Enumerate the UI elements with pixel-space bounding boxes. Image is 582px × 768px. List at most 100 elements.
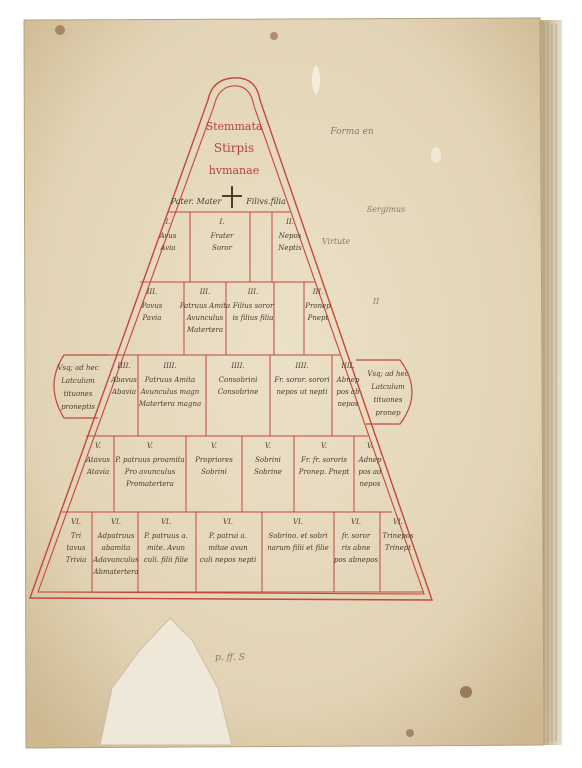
cell-3-line-1: Pavia: [142, 314, 162, 322]
cell-9-line-1: Consobrine: [218, 388, 259, 396]
cell-17-line-2: nepos: [360, 480, 381, 488]
margin-note-2: Sergimus: [367, 205, 406, 214]
margin-note-3: Virtute: [322, 237, 351, 246]
cell-18-number: VI.: [71, 518, 81, 526]
cell-20-line-2: culi. filii filie: [144, 556, 188, 564]
cell-21-number: VI.: [223, 518, 233, 526]
cell-20-line-1: mite. Avun: [147, 544, 186, 552]
torn-parchment: [99, 617, 233, 746]
side-lobe-right: [356, 359, 413, 425]
cell-6-number: III.: [312, 288, 324, 296]
cell-2-line-0: Nepos: [278, 232, 302, 240]
cell-7-number: IIII.: [116, 362, 130, 370]
cell-4-line-0: Patruus Amita: [179, 302, 230, 310]
page-edge-lines: [543, 22, 557, 743]
cell-19-number: VI.: [111, 518, 121, 526]
cell-11-line-0: Abnep: [336, 376, 360, 384]
side-right-line-1: Latculum: [370, 383, 405, 391]
stemma-title-line-3: hvmanae: [209, 164, 259, 177]
side-left-line-3: proneptis: [61, 403, 95, 411]
side-right-line-3: pronep: [375, 409, 401, 417]
cell-23-line-0: fr. soror: [341, 532, 371, 540]
cell-24-number: VI.: [393, 518, 403, 526]
cell-4-line-1: Avunculus: [186, 314, 224, 322]
cell-11-line-1: pos ab: [336, 388, 360, 396]
cell-5-line-1: is filius filia: [233, 314, 274, 322]
side-lobe-left: [53, 354, 108, 419]
cell-8-line-0: Patruus Amita: [144, 376, 195, 384]
side-left-line-1: Latculum: [60, 377, 95, 385]
cell-15-number: V.: [265, 442, 271, 450]
cell-24-line-1: Trinept: [385, 544, 411, 552]
cell-11-line-2: nepos: [338, 400, 359, 408]
parchment-stains: [55, 25, 472, 737]
cell-1-line-1: Soror: [212, 244, 233, 252]
cell-12-number: V.: [95, 442, 101, 450]
margin-note-4: II: [372, 297, 380, 306]
cell-24-line-0: Trinepos: [382, 532, 414, 540]
cell-9-line-0: Consobrini: [219, 376, 258, 384]
cell-6-line-1: Pnept: [307, 314, 329, 322]
side-right-line-2: tituones: [374, 396, 403, 404]
cell-23-number: VI.: [351, 518, 361, 526]
cell-23-line-2: pos abnepos: [334, 556, 379, 564]
frame-outer: [29, 77, 433, 601]
bottom-scribble: p. ff. S: [215, 653, 245, 663]
cell-8-line-1: Avunculus magn: [140, 388, 200, 396]
cell-18-line-0: Tri: [71, 532, 81, 540]
cell-13-number: V.: [147, 442, 153, 450]
apex-right-label: Filivs.filia: [245, 197, 286, 206]
cell-0-number: I.: [165, 218, 171, 226]
cell-19-line-0: Adpatruus: [97, 532, 135, 540]
cell-17-line-1: pos ad: [358, 468, 382, 476]
cell-12-line-0: Atavus: [85, 456, 110, 464]
cell-7-line-1: Abavia: [111, 388, 136, 396]
side-right-line-0: Vsq; ad hec: [367, 370, 408, 378]
cell-18-line-2: Trivia: [66, 556, 87, 564]
cell-21-line-2: culi nepos nepti: [200, 556, 256, 564]
cell-2-number: II.: [285, 218, 294, 226]
cell-13-line-0: P. patruus proamita: [114, 456, 184, 464]
cell-22-line-1: narum filii et filie: [267, 544, 328, 552]
cell-19-line-1: abamita: [102, 544, 131, 552]
cell-12-line-1: Atavia: [86, 468, 109, 476]
apex-left-label: Pater. Mater: [170, 197, 223, 206]
cell-15-line-1: Sobrine: [254, 468, 282, 476]
cell-10-line-1: nepos ut nepti: [277, 388, 328, 396]
cell-9-number: IIII.: [230, 362, 244, 370]
cell-3-number: III.: [146, 288, 158, 296]
cell-1-number: I.: [219, 218, 225, 226]
cell-13-line-1: Pro avunculus: [124, 468, 176, 476]
cell-11-number: IIII.: [340, 362, 354, 370]
cell-23-line-1: ris abne: [342, 544, 371, 552]
cell-16-number: V.: [321, 442, 327, 450]
cell-14-number: V.: [211, 442, 217, 450]
cell-7-line-0: Abavus: [110, 376, 137, 384]
cell-19-line-3: Abmatertera: [92, 568, 138, 576]
cell-20-number: VI.: [161, 518, 171, 526]
cell-16-line-1: Pronep. Pnept: [298, 468, 350, 476]
cell-17-line-0: Adnep: [358, 456, 382, 464]
stemma-title-line-1: Stemmata: [206, 120, 263, 133]
cell-19-line-2: Adavunculus: [92, 556, 139, 564]
cell-10-number: IIII.: [294, 362, 308, 370]
cell-21-line-0: P. patrui a.: [208, 532, 247, 540]
cell-10-line-0: Fr. soror. sorori: [273, 376, 329, 384]
cell-4-line-2: Matertera: [186, 326, 223, 334]
cell-14-line-0: Propriores: [194, 456, 233, 464]
cell-4-number: III.: [199, 288, 211, 296]
cell-6-line-0: Pronep: [304, 302, 331, 310]
cell-0-line-1: Avia: [159, 244, 175, 252]
cell-0-line-0: Avus: [159, 232, 177, 240]
cell-22-number: VI.: [293, 518, 303, 526]
cell-5-line-0: Filius soror: [232, 302, 274, 310]
stemma-title-line-2: Stirpis: [214, 141, 254, 155]
cell-14-line-1: Sobrini: [201, 468, 227, 476]
cell-16-line-0: Fr. fr. sororis: [300, 456, 347, 464]
cell-3-line-0: Pavus: [141, 302, 163, 310]
cell-21-line-1: mitae avun: [208, 544, 248, 552]
cell-5-number: III.: [247, 288, 259, 296]
